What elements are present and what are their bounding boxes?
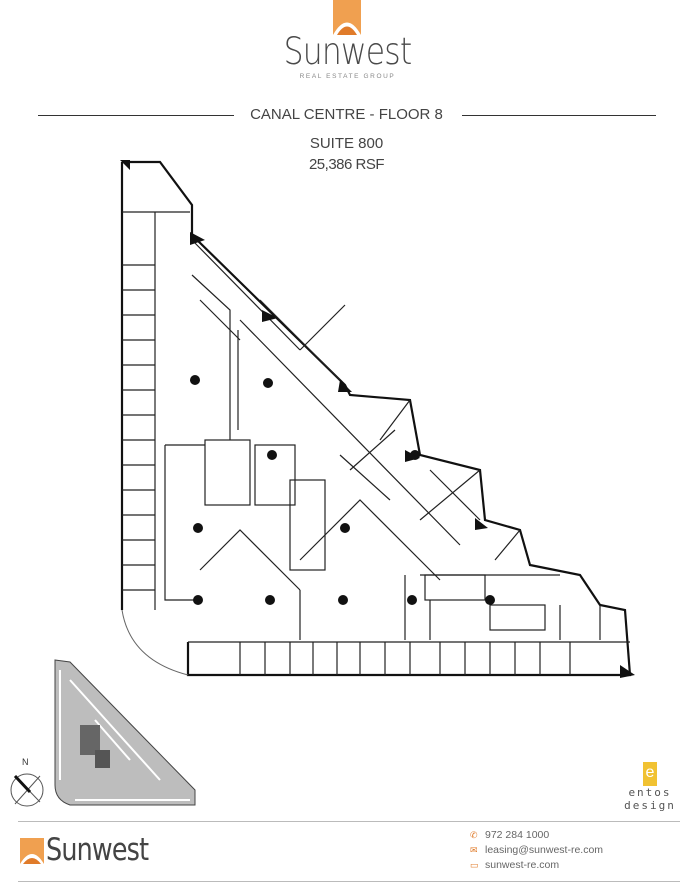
sunwest-logo-mark bbox=[333, 0, 361, 35]
website-link[interactable]: sunwest-re.com bbox=[485, 859, 560, 871]
footer-logo-text: Sunwest bbox=[46, 832, 149, 868]
footer-logo-mark bbox=[20, 838, 44, 864]
phone-icon: ✆ bbox=[470, 829, 478, 840]
monitor-icon: ▭ bbox=[470, 859, 479, 870]
title-rule-right bbox=[462, 115, 656, 116]
north-compass-icon bbox=[10, 773, 44, 807]
contact-website[interactable]: ▭ sunwest-re.com bbox=[470, 859, 559, 871]
suite-number: SUITE 800 bbox=[309, 135, 384, 152]
footer-divider-bottom bbox=[18, 881, 680, 882]
sunwest-logo-text: Sunwest bbox=[283, 30, 413, 73]
outer-walls bbox=[120, 160, 632, 677]
building-columns bbox=[120, 160, 635, 678]
design-name: design bbox=[624, 799, 676, 812]
contact-email[interactable]: ✉ leasing@sunwest-re.com bbox=[470, 844, 603, 856]
envelope-icon: ✉ bbox=[470, 844, 478, 855]
entos-mark: e bbox=[643, 762, 657, 786]
compass-north-label: N bbox=[22, 757, 29, 767]
interior-walls bbox=[122, 211, 630, 675]
suite-area: 25,386 RSF bbox=[308, 156, 385, 173]
contact-phone: ✆ 972 284 1000 bbox=[470, 829, 549, 841]
key-plan-inset bbox=[54, 659, 196, 806]
page-title: CANAL CENTRE - FLOOR 8 bbox=[250, 106, 443, 123]
logo-subtitle: REAL ESTATE GROUP bbox=[299, 73, 396, 80]
entos-name: entos bbox=[628, 786, 672, 799]
title-rule-left bbox=[38, 115, 234, 116]
phone-number: 972 284 1000 bbox=[485, 829, 550, 841]
entos-design-logo: e entos design bbox=[620, 762, 680, 812]
footer-divider-top bbox=[18, 821, 680, 822]
email-link[interactable]: leasing@sunwest-re.com bbox=[485, 844, 604, 856]
